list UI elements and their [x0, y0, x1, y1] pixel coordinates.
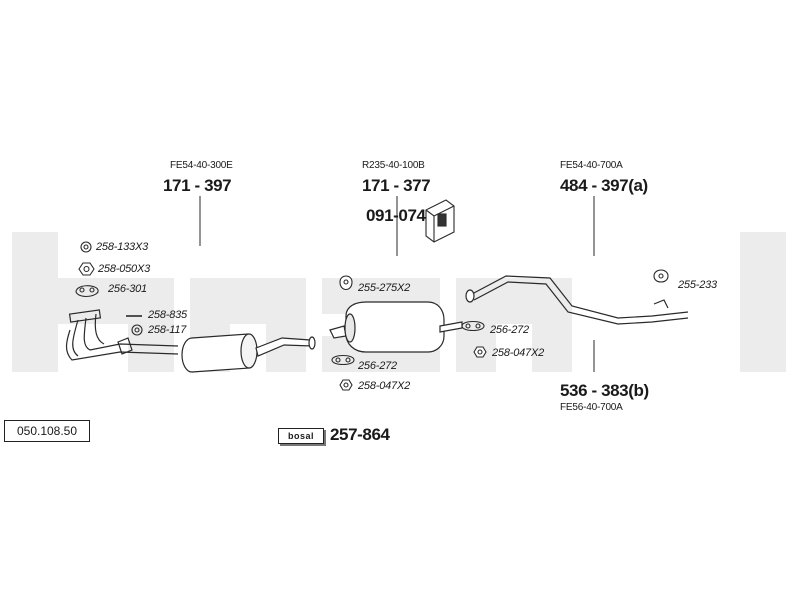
leader-lines	[199, 196, 595, 372]
small-part-label[interactable]: 256-272	[490, 324, 529, 336]
part-number-kit[interactable]: 257-864	[330, 425, 390, 444]
part-number-rear-section-b[interactable]: 536 - 383(b)	[560, 381, 649, 400]
small-part-label[interactable]: 258-050X3	[98, 263, 151, 275]
ref-label-rear-section-b: FE56-40-700A	[560, 402, 623, 413]
small-part-label[interactable]: 258-133X3	[96, 241, 149, 253]
part-number-front-silencer[interactable]: 171 - 397	[163, 176, 232, 195]
small-part-label[interactable]: 256-272	[358, 360, 397, 372]
small-part-label[interactable]: 258-117	[148, 324, 187, 336]
ref-label-front-silencer: FE54-40-300E	[170, 160, 233, 171]
nut-icon	[473, 346, 487, 358]
washer-icon	[131, 324, 143, 336]
diagram-code: 050.108.50	[4, 420, 90, 442]
gasket-icon	[461, 320, 485, 332]
rubber-mount-icon	[339, 275, 353, 291]
small-part-label[interactable]: 258-835	[148, 309, 187, 321]
bosal-logo-icon: bosal	[278, 428, 324, 444]
ref-label-rear-section: FE54-40-700A	[560, 160, 623, 171]
small-part-label[interactable]: 256-301	[108, 283, 147, 295]
nut-icon	[78, 262, 95, 276]
rubber-mount-icon	[653, 269, 669, 283]
part-number-bracket[interactable]: 091-074	[366, 206, 426, 225]
gasket-icon	[75, 285, 99, 298]
small-part-label[interactable]: 255-275X2	[358, 282, 411, 294]
rear-pipe	[465, 275, 689, 325]
small-part-label[interactable]: 258-047X2	[358, 380, 411, 392]
nut-icon	[339, 379, 353, 391]
part-number-centre-silencer[interactable]: 171 - 377	[362, 176, 431, 195]
part-number-rear-section-a[interactable]: 484 - 397(a)	[560, 176, 648, 195]
washer-icon	[80, 241, 92, 253]
bracket-icon	[425, 199, 455, 243]
small-part-label[interactable]: 258-047X2	[492, 347, 545, 359]
downpipe	[65, 309, 179, 361]
ref-label-centre-silencer: R235-40-100B	[362, 160, 425, 171]
gasket-icon	[331, 354, 355, 366]
centre-silencer	[329, 301, 463, 353]
small-part-label[interactable]: 255-233	[678, 279, 717, 291]
front-silencer	[181, 333, 316, 373]
